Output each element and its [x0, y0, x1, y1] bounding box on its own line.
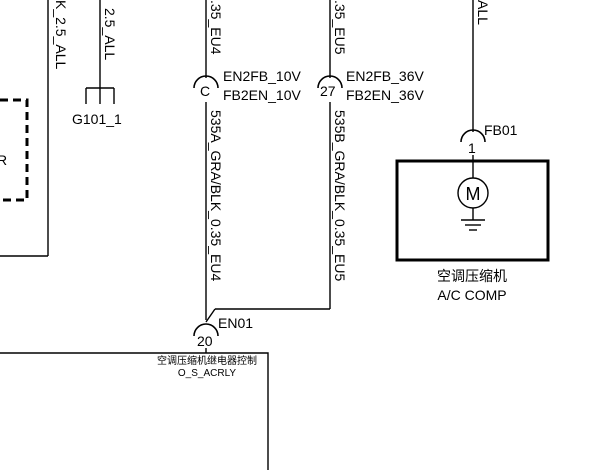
connector-c-line1: EN2FB_10V: [223, 68, 301, 84]
ground-g101: 2.5_ALL G101_1: [72, 0, 122, 127]
connector-27-pin: 27: [320, 83, 336, 99]
fb01-top-label: ALL: [475, 0, 491, 25]
relay-module-name-en: O_S_ACRLY: [178, 368, 237, 379]
en5-wire-join: [205, 308, 216, 323]
connector-27-line2: FB2EN_36V: [346, 87, 424, 103]
connector-1-symbol: [460, 129, 486, 143]
connector-20: EN01 20: [193, 315, 253, 353]
relay-module: 空调压缩机继电器控制 O_S_ACRLY: [0, 352, 269, 470]
connector-c-line2: FB2EN_10V: [223, 87, 301, 103]
left-wire-label: K_2.5_ALL: [53, 0, 69, 69]
wire-en4: .35_EU4 C EN2FB_10V FB2EN_10V 535A_GRA/B…: [193, 0, 301, 320]
en5-top-label: .35_EU5: [332, 0, 348, 55]
relay-module-outline: [0, 352, 269, 470]
compressor-name-en: A/C COMP: [437, 287, 506, 303]
left-box-partial-text: R: [0, 152, 7, 168]
left-module: R K_2.5_ALL: [0, 0, 69, 257]
connector-20-symbol: [193, 323, 219, 337]
connector-27-line1: EN2FB_36V: [346, 68, 424, 84]
connector-20-pin: 20: [197, 333, 213, 349]
en5-wire-label: 535B_GRA/BLK_0.35_EU5: [332, 110, 348, 281]
motor-symbol: M: [466, 184, 481, 204]
relay-module-name-cn: 空调压缩机继电器控制: [157, 354, 257, 367]
connector-20-label: EN01: [218, 315, 253, 331]
en4-wire-label: 535A_GRA/BLK_0.35_EU4: [208, 110, 224, 281]
left-dashed-box: [0, 98, 29, 202]
connector-c-symbol: [193, 75, 219, 89]
wire-en5: .35_EU5 27 EN2FB_36V FB2EN_36V 535B_GRA/…: [205, 0, 424, 323]
g101-wire-label: 2.5_ALL: [102, 8, 118, 60]
connector-c-pin: C: [200, 83, 210, 99]
compressor-circuit: ALL FB01 1 M 空调压缩机 A/C COMP: [395, 0, 550, 303]
ground-label: G101_1: [72, 111, 122, 127]
connector-1-pin: 1: [468, 140, 476, 156]
connector-1-label: FB01: [484, 122, 518, 138]
en4-top-label: .35_EU4: [208, 0, 224, 55]
connector-27-symbol: [317, 75, 343, 89]
compressor-name-cn: 空调压缩机: [437, 268, 507, 284]
